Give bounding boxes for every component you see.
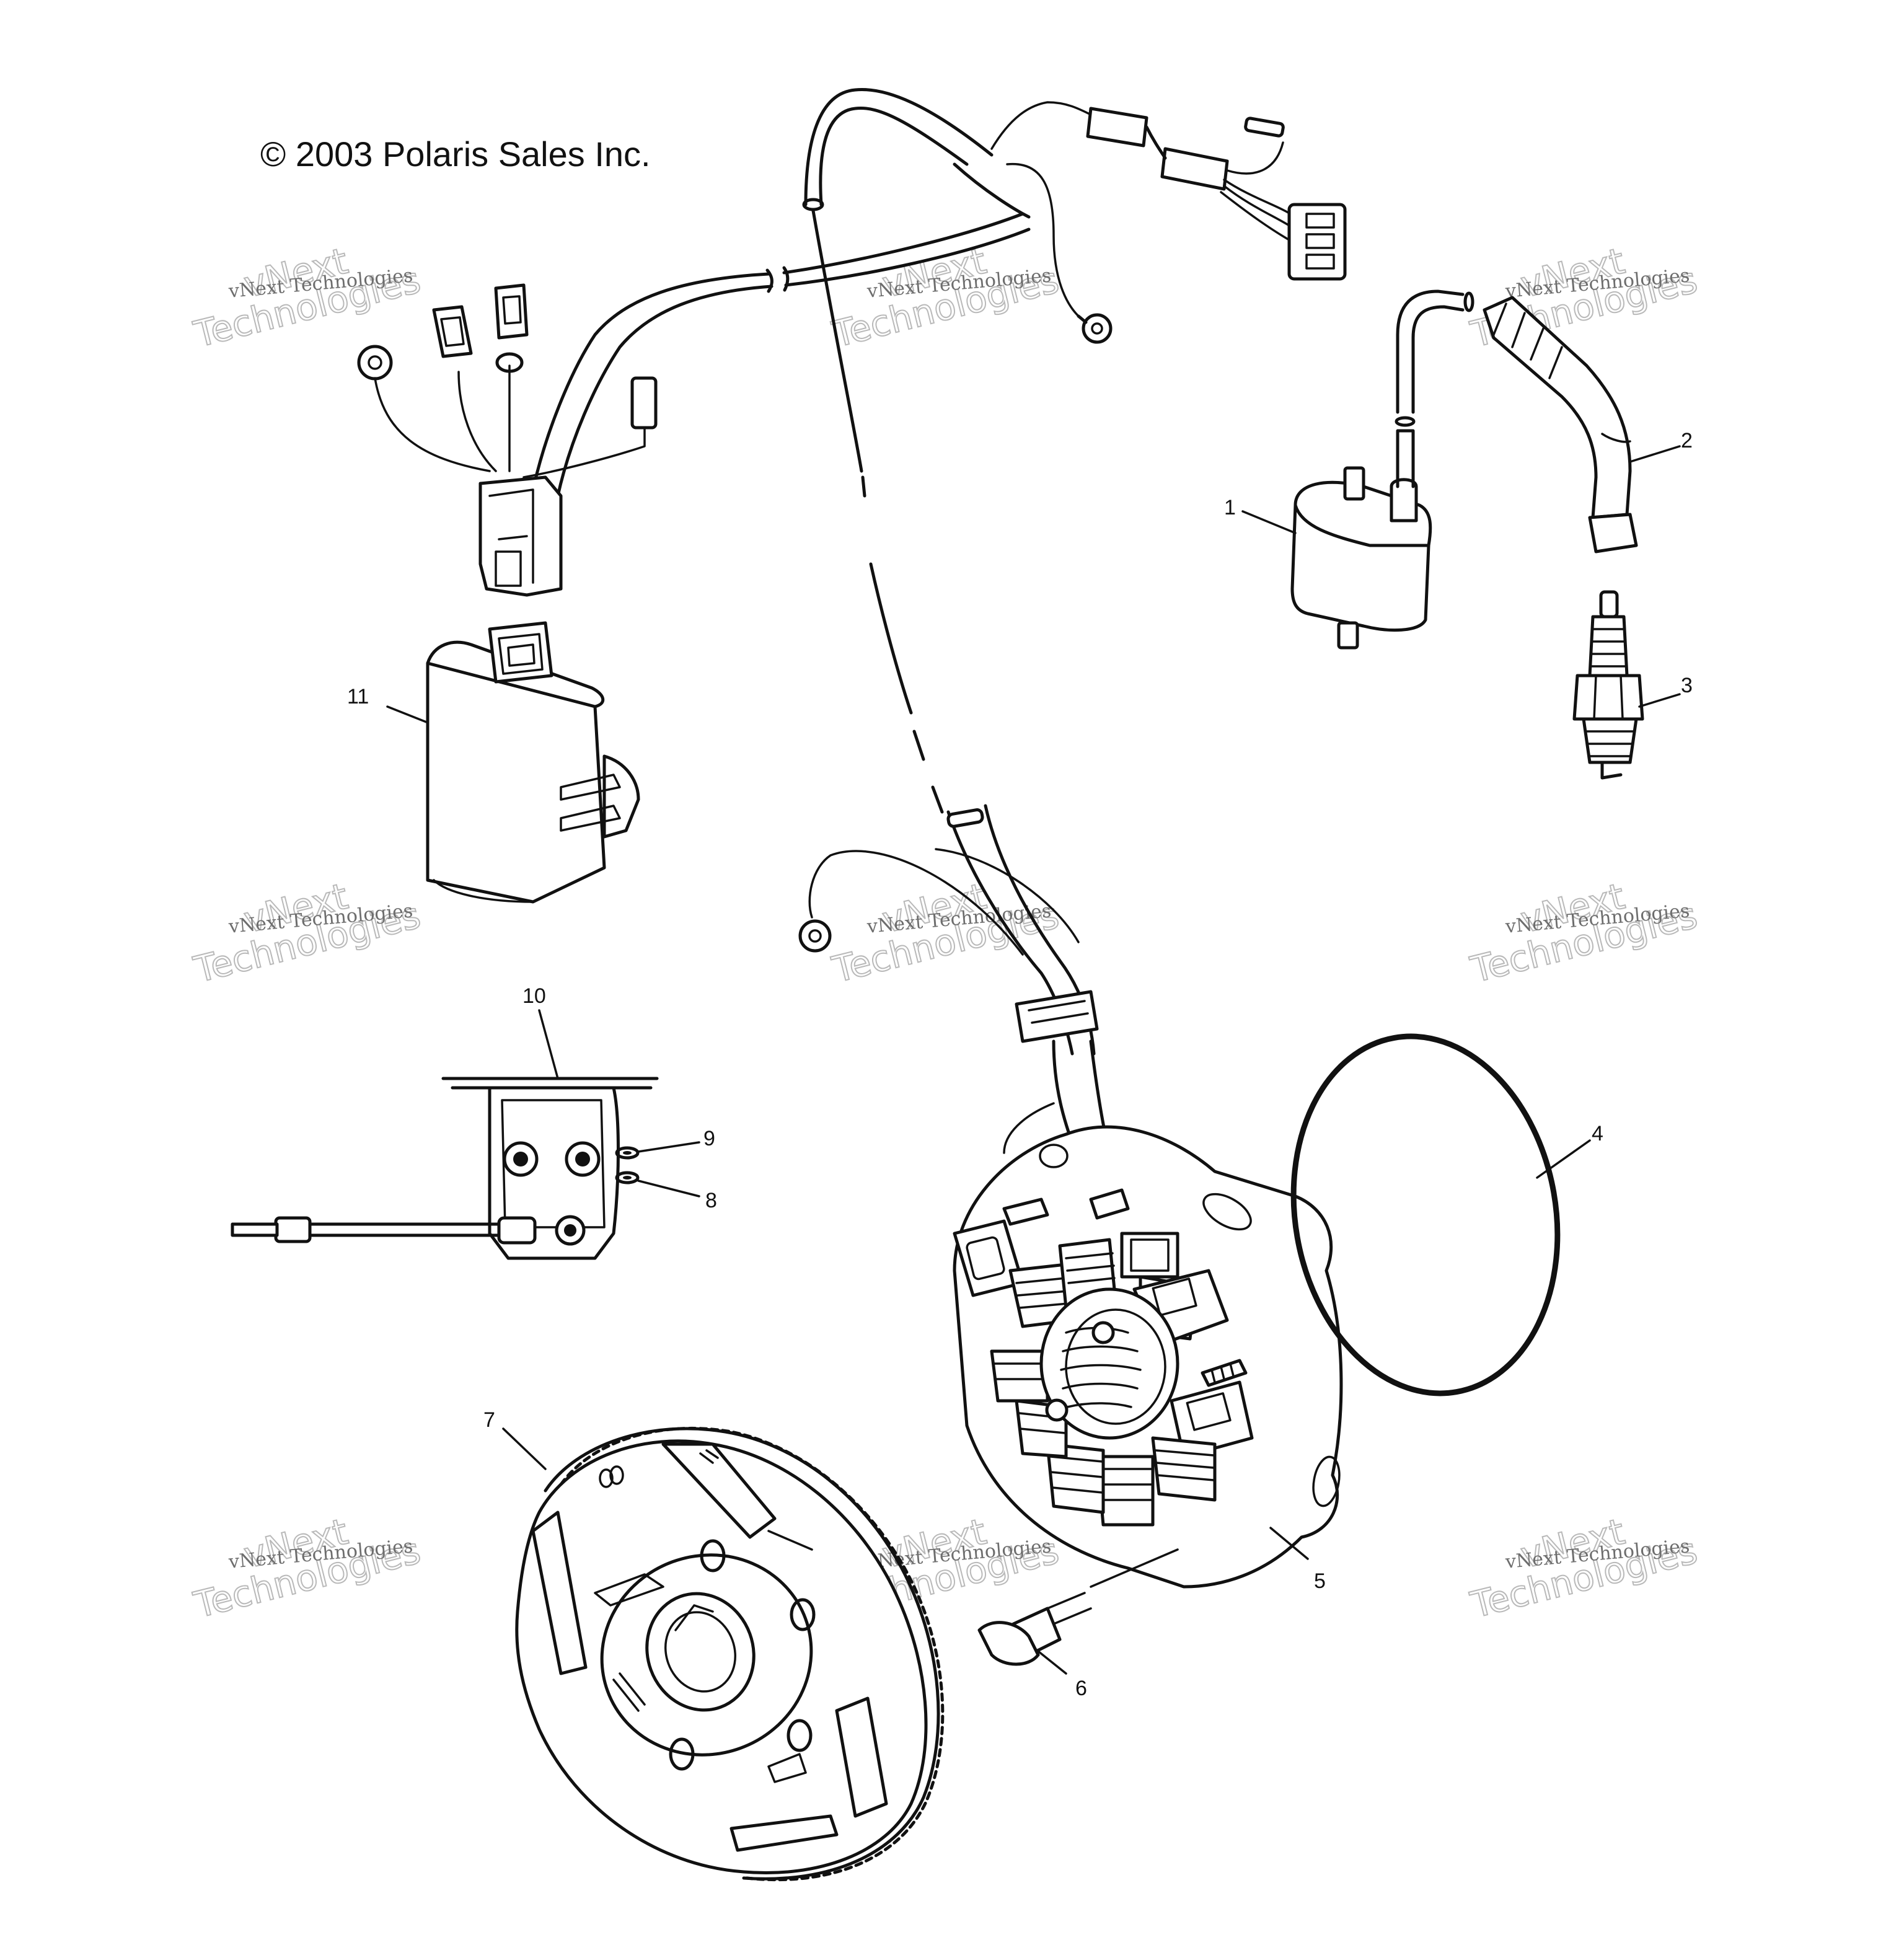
flywheel[interactable] [515,1426,945,1882]
o-ring-gasket[interactable] [1266,1015,1585,1414]
callout-6: 6 [1075,1677,1087,1700]
ignition-coil[interactable] [1290,289,1474,650]
callout-9: 9 [703,1127,715,1150]
callout-8: 8 [705,1189,717,1212]
lock-washer[interactable] [615,1146,640,1160]
stator-assembly[interactable] [798,804,1343,1589]
callout-6-group: 6 [1034,1647,1087,1700]
spark-plug-cap[interactable] [1483,296,1638,554]
callout-2: 2 [1681,429,1693,452]
callout-11-group: 11 [347,685,428,723]
watermark: vNext Technologies vNext Technologies [1466,875,1702,992]
callout-1-group: 1 [1224,496,1297,534]
callout-10: 10 [522,984,546,1008]
watermark: vNext Technologies vNext Technologies [189,1510,425,1627]
callout-3-group: 3 [1638,674,1693,708]
callout-7-group: 7 [483,1408,547,1470]
wiring-harness [357,87,1347,814]
watermark: vNext Technologies vNext Technologies [189,875,425,992]
callout-9-group: 9 [637,1127,715,1153]
cdi-box[interactable] [426,621,640,904]
callout-11: 11 [347,685,369,708]
callout-4-group: 4 [1536,1122,1603,1179]
flat-washer[interactable] [615,1171,640,1184]
watermark: vNext Technologies vNext Technologies [827,875,1064,992]
callout-2-group: 2 [1629,429,1693,463]
callout-7: 7 [483,1408,495,1432]
callout-4: 4 [1592,1122,1603,1145]
callout-5-group: 5 [1269,1527,1326,1593]
watermark: vNext Technologies vNext Technologies [189,239,425,356]
trigger-coil-assembly[interactable] [231,1077,659,1260]
spark-plug[interactable] [1572,590,1644,780]
flange-bolt[interactable] [977,1548,1179,1666]
stator-coil [953,1219,1254,1527]
callout-1: 1 [1224,496,1236,519]
callout-3: 3 [1681,674,1693,697]
watermark: vNext Technologies vNext Technologies [1466,1510,1702,1627]
callout-5: 5 [1314,1569,1326,1593]
watermark-layer: vNext Technologies vNext Technologies vN… [189,239,1702,1627]
callout-10-group: 10 [522,984,559,1080]
callout-8-group: 8 [637,1180,717,1212]
copyright-text: © 2003 Polaris Sales Inc. [260,135,651,174]
